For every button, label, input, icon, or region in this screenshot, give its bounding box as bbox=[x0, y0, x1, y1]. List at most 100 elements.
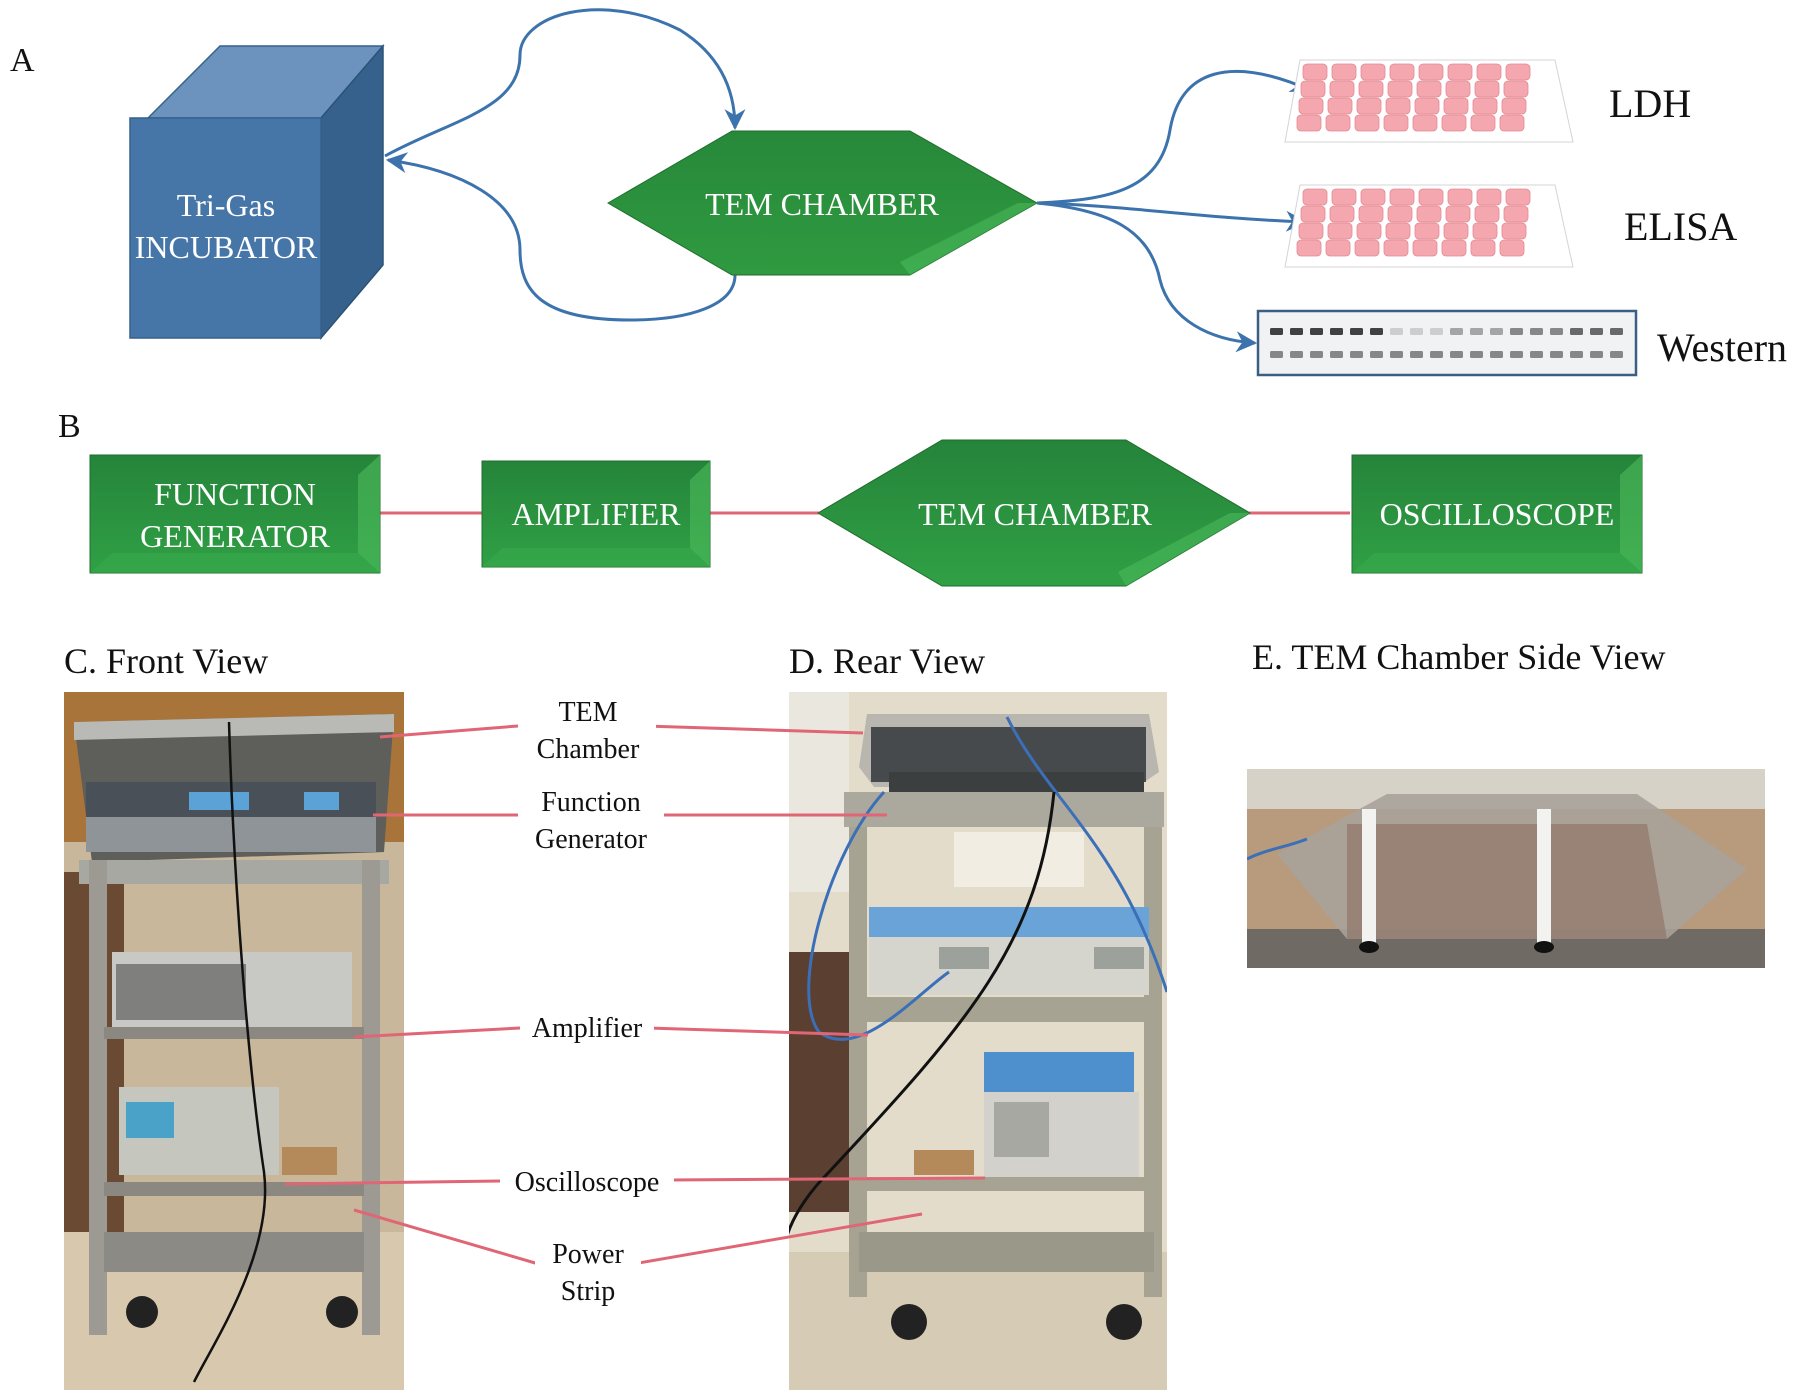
plate-well bbox=[1505, 188, 1531, 206]
panel-a-diagram: Tri-Gas INCUBATOR TEM CHAMBER bbox=[129, 8, 1638, 377]
blot-band bbox=[1490, 351, 1503, 358]
plate-well bbox=[1418, 188, 1444, 206]
plate-well bbox=[1329, 80, 1355, 98]
callout-power-strip-line1: Power bbox=[552, 1239, 624, 1270]
blot-band bbox=[1570, 351, 1583, 358]
panel-a-letter: A bbox=[10, 42, 35, 79]
panel-a-tem-chamber-label: TEM CHAMBER bbox=[705, 186, 939, 222]
plate-well bbox=[1416, 80, 1442, 98]
plate-well bbox=[1447, 188, 1473, 206]
plate-well bbox=[1360, 188, 1386, 206]
plate-well bbox=[1298, 222, 1324, 240]
plate-well bbox=[1296, 114, 1322, 132]
panel-b-letter: B bbox=[58, 408, 81, 445]
block-amplifier-label: AMPLIFIER bbox=[512, 496, 682, 532]
plate-well bbox=[1472, 97, 1498, 115]
blot-band bbox=[1530, 351, 1543, 358]
block-oscilloscope-label: OSCILLOSCOPE bbox=[1380, 496, 1615, 532]
incubator-label-line1: Tri-Gas bbox=[177, 187, 275, 223]
blot-band bbox=[1370, 328, 1383, 335]
elisa-label: ELISA bbox=[1624, 204, 1738, 249]
blot-band bbox=[1530, 328, 1543, 335]
blot-band bbox=[1390, 351, 1403, 358]
plate-well bbox=[1325, 239, 1351, 257]
plate-well bbox=[1472, 222, 1498, 240]
plate-well bbox=[1470, 114, 1496, 132]
plate-well bbox=[1503, 205, 1529, 223]
plate-well bbox=[1503, 80, 1529, 98]
front-view-illustration bbox=[64, 692, 404, 1390]
blot-band bbox=[1570, 328, 1583, 335]
rear-view-photo bbox=[789, 692, 1167, 1390]
plate-well bbox=[1387, 80, 1413, 98]
blot-band bbox=[1270, 328, 1283, 335]
tem-chamber-bevel-right bbox=[900, 203, 1037, 275]
block-function-generator-line1: FUNCTION bbox=[154, 476, 316, 512]
plate-well bbox=[1385, 222, 1411, 240]
side-view-title: E. TEM Chamber Side View bbox=[1252, 637, 1666, 677]
blot-band bbox=[1550, 351, 1563, 358]
callout-oscilloscope: Oscilloscope bbox=[500, 1164, 674, 1201]
blot-band bbox=[1470, 328, 1483, 335]
plate-well bbox=[1383, 114, 1409, 132]
plate-well bbox=[1296, 239, 1322, 257]
plate-well bbox=[1329, 205, 1355, 223]
plate-well bbox=[1385, 97, 1411, 115]
plate-well bbox=[1445, 80, 1471, 98]
plate-well bbox=[1302, 188, 1328, 206]
blot-band bbox=[1290, 351, 1303, 358]
elisa-well-plate bbox=[1284, 184, 1574, 268]
blot-band bbox=[1470, 351, 1483, 358]
callout-tem-chamber-line2: Chamber bbox=[536, 734, 640, 765]
blot-band bbox=[1390, 328, 1403, 335]
blot-band bbox=[1590, 328, 1603, 335]
blot-band bbox=[1490, 328, 1503, 335]
plate-well bbox=[1447, 63, 1473, 81]
rear-view-title: D. Rear View bbox=[789, 641, 986, 681]
plate-well bbox=[1360, 63, 1386, 81]
blot-band bbox=[1510, 351, 1523, 358]
blot-band bbox=[1450, 351, 1463, 358]
blot-band bbox=[1410, 328, 1423, 335]
block-function-generator: FUNCTION GENERATOR bbox=[89, 454, 381, 574]
incubator-front-face bbox=[129, 117, 322, 339]
side-view-illustration bbox=[1247, 769, 1765, 968]
panel-b-diagram: FUNCTION GENERATOR AMPLIFIER TEM CHAMBER… bbox=[89, 439, 1643, 587]
plate-well bbox=[1443, 97, 1469, 115]
panel-a-tem-chamber: TEM CHAMBER bbox=[607, 130, 1039, 276]
plate-well bbox=[1327, 97, 1353, 115]
plate-well bbox=[1300, 205, 1326, 223]
rear-view-illustration bbox=[789, 692, 1167, 1390]
plate-well bbox=[1414, 222, 1440, 240]
blot-band bbox=[1330, 351, 1343, 358]
plate-well bbox=[1418, 63, 1444, 81]
plate-well bbox=[1356, 222, 1382, 240]
callout-power-strip: Power Strip bbox=[535, 1236, 641, 1310]
blot-band bbox=[1310, 328, 1323, 335]
ldh-well-plate bbox=[1284, 59, 1574, 143]
blot-band bbox=[1430, 328, 1443, 335]
blot-band bbox=[1590, 351, 1603, 358]
plate-well bbox=[1470, 239, 1496, 257]
arrow-to-western bbox=[1036, 201, 1258, 353]
front-view-photo bbox=[64, 692, 404, 1390]
blot-band bbox=[1290, 328, 1303, 335]
plate-well bbox=[1358, 205, 1384, 223]
plate-well bbox=[1505, 63, 1531, 81]
blot-band bbox=[1450, 328, 1463, 335]
arrow-to-elisa bbox=[1036, 201, 1308, 232]
plate-well bbox=[1443, 222, 1469, 240]
block-tem-chamber-label: TEM CHAMBER bbox=[918, 496, 1152, 532]
plate-well bbox=[1302, 63, 1328, 81]
plate-well bbox=[1327, 222, 1353, 240]
blot-band bbox=[1410, 351, 1423, 358]
blot-band bbox=[1430, 351, 1443, 358]
plate-well bbox=[1501, 97, 1527, 115]
blot-band bbox=[1610, 328, 1623, 335]
front-view-title: C. Front View bbox=[64, 641, 269, 681]
plate-well bbox=[1414, 97, 1440, 115]
plate-well bbox=[1354, 239, 1380, 257]
blot-band bbox=[1550, 328, 1563, 335]
blot-band bbox=[1510, 328, 1523, 335]
blot-band bbox=[1350, 328, 1363, 335]
